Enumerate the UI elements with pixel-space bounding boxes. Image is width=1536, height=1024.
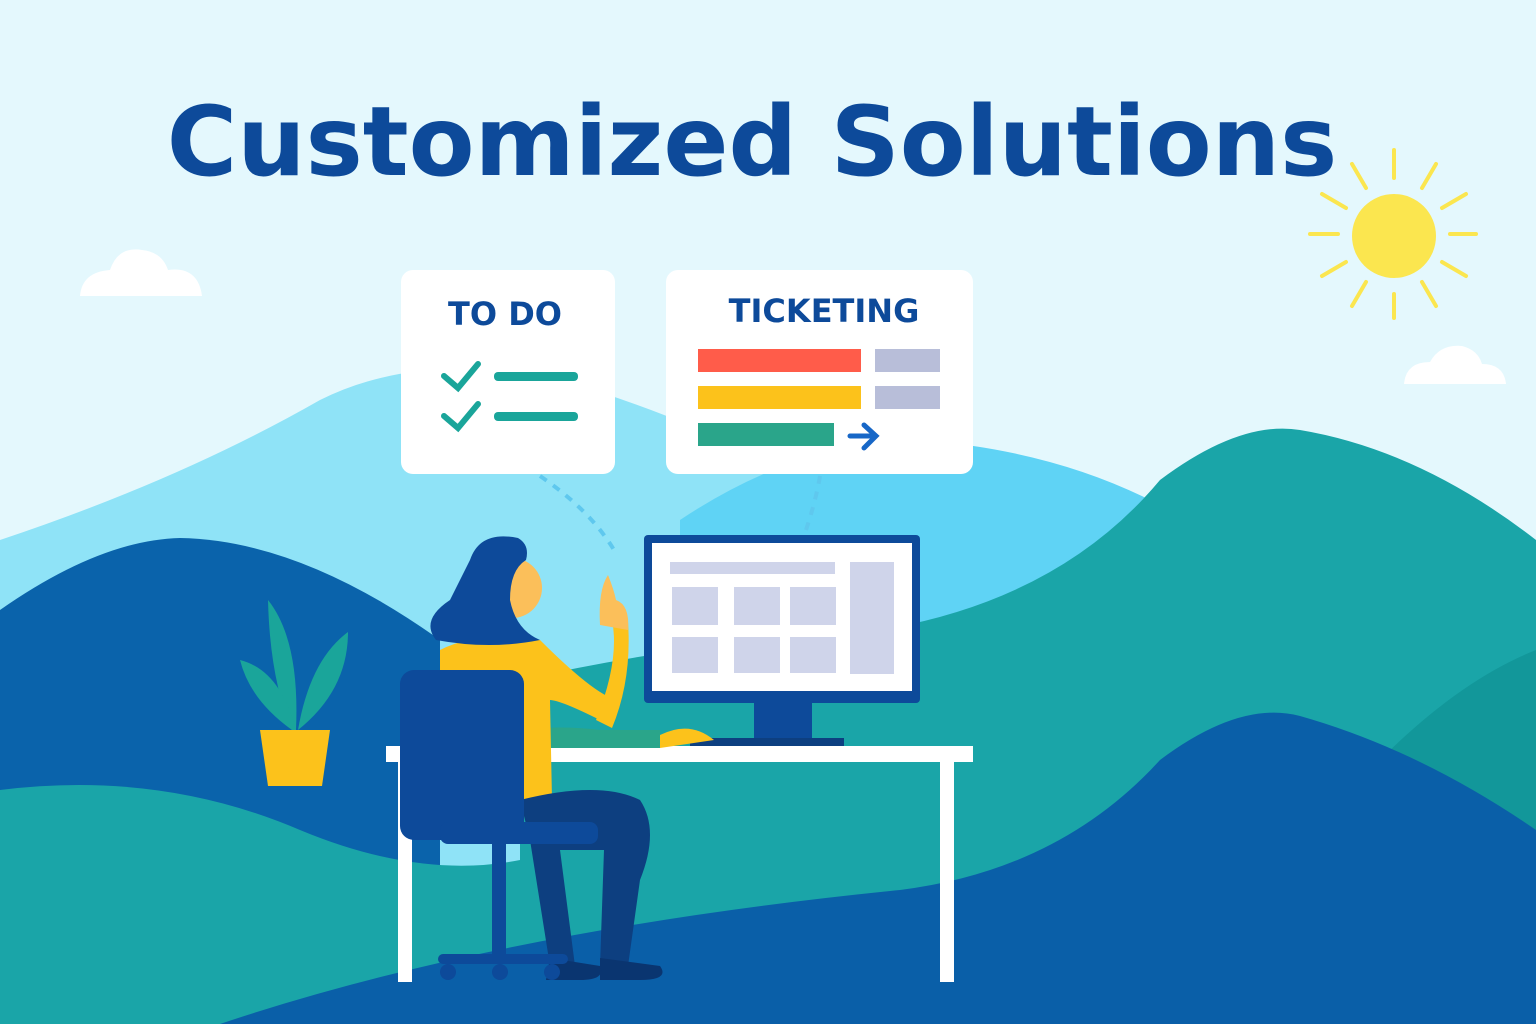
- todo-item-line: [494, 372, 578, 381]
- ticketing-card: TICKETING: [666, 270, 973, 474]
- hill: [0, 785, 520, 1024]
- todo-card: TO DO: [401, 270, 615, 474]
- pointing-hand: [599, 575, 629, 630]
- cloud-icon: [1404, 345, 1506, 384]
- sun-icon: [1308, 148, 1478, 320]
- connector: [804, 475, 822, 531]
- ticket-bar-green: [698, 423, 834, 446]
- todo-title: TO DO: [448, 295, 562, 333]
- checkmark-icon: [441, 361, 481, 393]
- ticket-bar-yellow: [698, 386, 861, 409]
- monitor: [644, 535, 920, 746]
- arrow-right-icon: [847, 422, 880, 451]
- todo-item-line: [494, 412, 578, 421]
- ticket-bar-red: [698, 349, 861, 372]
- page-title: Customized Solutions: [167, 86, 1337, 198]
- chair: [400, 670, 598, 980]
- ticket-tag: [875, 386, 940, 409]
- cloud-icon: [80, 249, 202, 296]
- ticketing-title: TICKETING: [729, 292, 920, 330]
- plant-icon: [240, 600, 348, 786]
- ticket-tag: [875, 349, 940, 372]
- checkmark-icon: [441, 401, 481, 433]
- hair: [430, 536, 540, 645]
